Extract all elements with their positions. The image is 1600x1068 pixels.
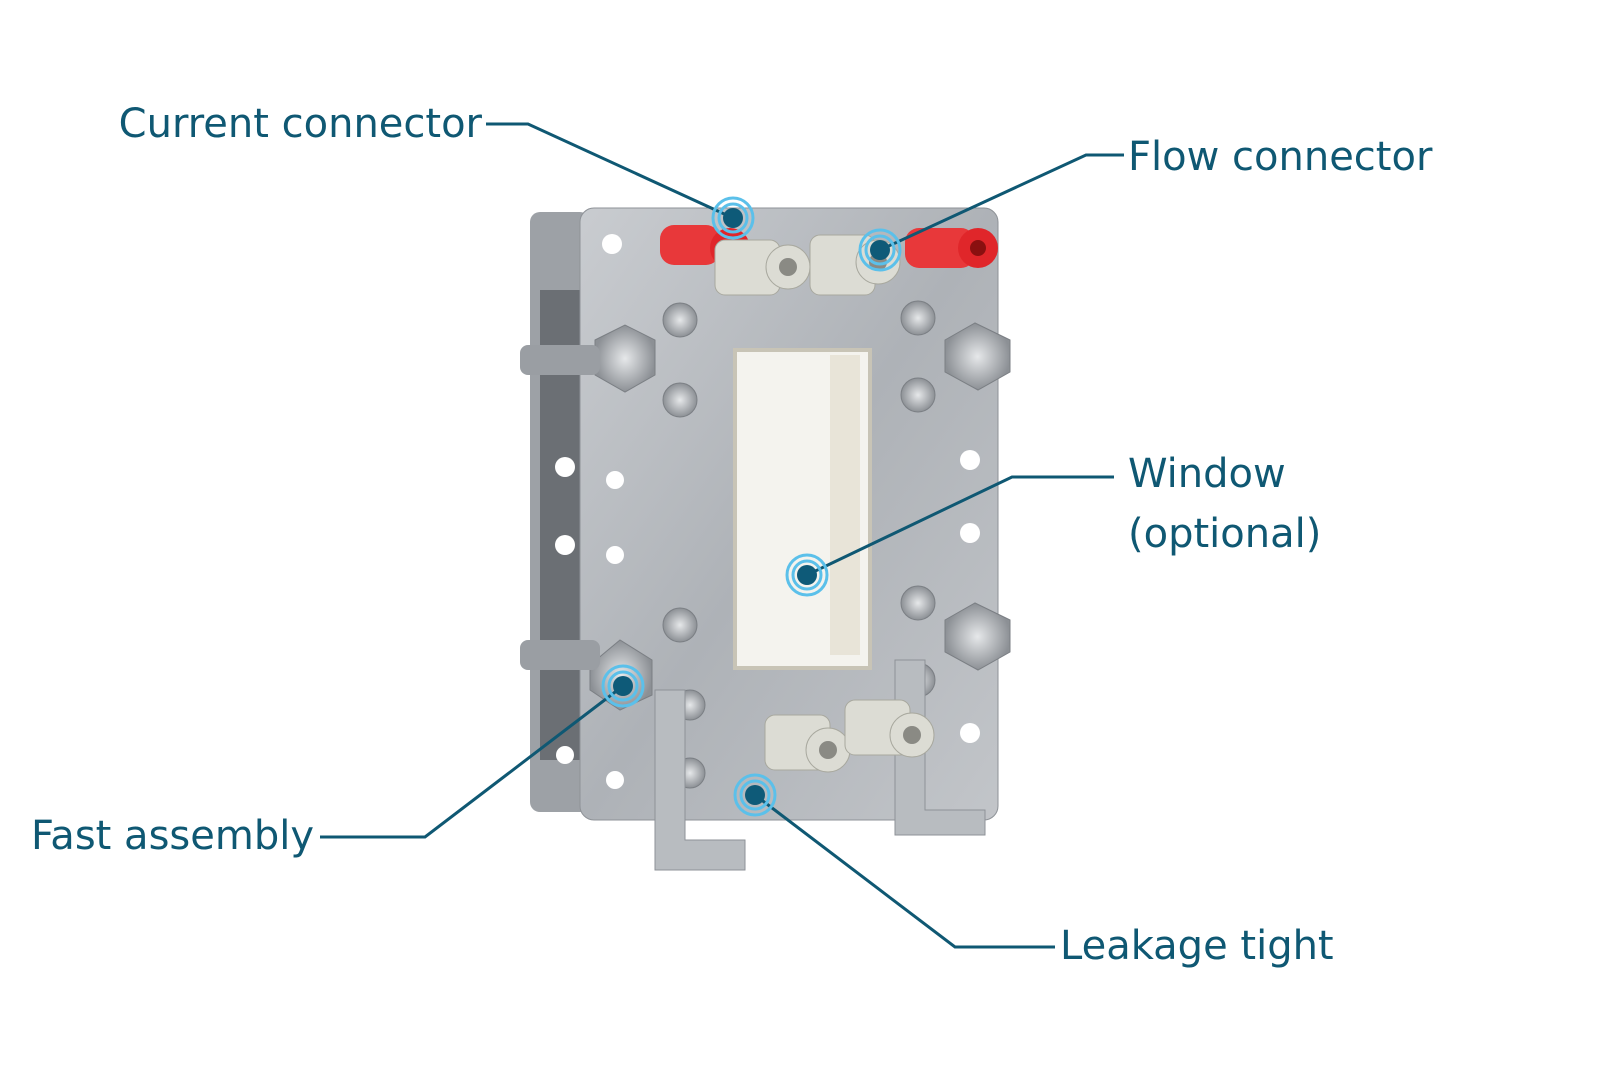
hotspot-fast-assembly[interactable] bbox=[601, 664, 645, 708]
hotspot-flow-connector[interactable] bbox=[858, 228, 902, 272]
leader-window bbox=[806, 475, 1114, 577]
label-window-optional: (optional) bbox=[1128, 511, 1322, 557]
leader-leakage-tight bbox=[754, 793, 1055, 949]
hotspot-leakage-tight[interactable] bbox=[733, 773, 777, 817]
leader-current-connector bbox=[486, 122, 734, 220]
foot-left bbox=[654, 689, 746, 871]
hotspot-window[interactable] bbox=[785, 553, 829, 597]
label-leakage-tight: Leakage tight bbox=[1060, 923, 1334, 969]
hotspot-current-connector[interactable] bbox=[711, 196, 755, 240]
leader-flow-connector bbox=[879, 153, 1124, 252]
label-current-connector: Current connector bbox=[118, 101, 482, 147]
label-window: Window bbox=[1128, 451, 1286, 497]
label-fast-assembly: Fast assembly bbox=[30, 813, 314, 859]
leader-fast-assembly bbox=[320, 684, 624, 839]
label-flow-connector: Flow connector bbox=[1128, 134, 1433, 180]
foot-right bbox=[894, 659, 986, 836]
